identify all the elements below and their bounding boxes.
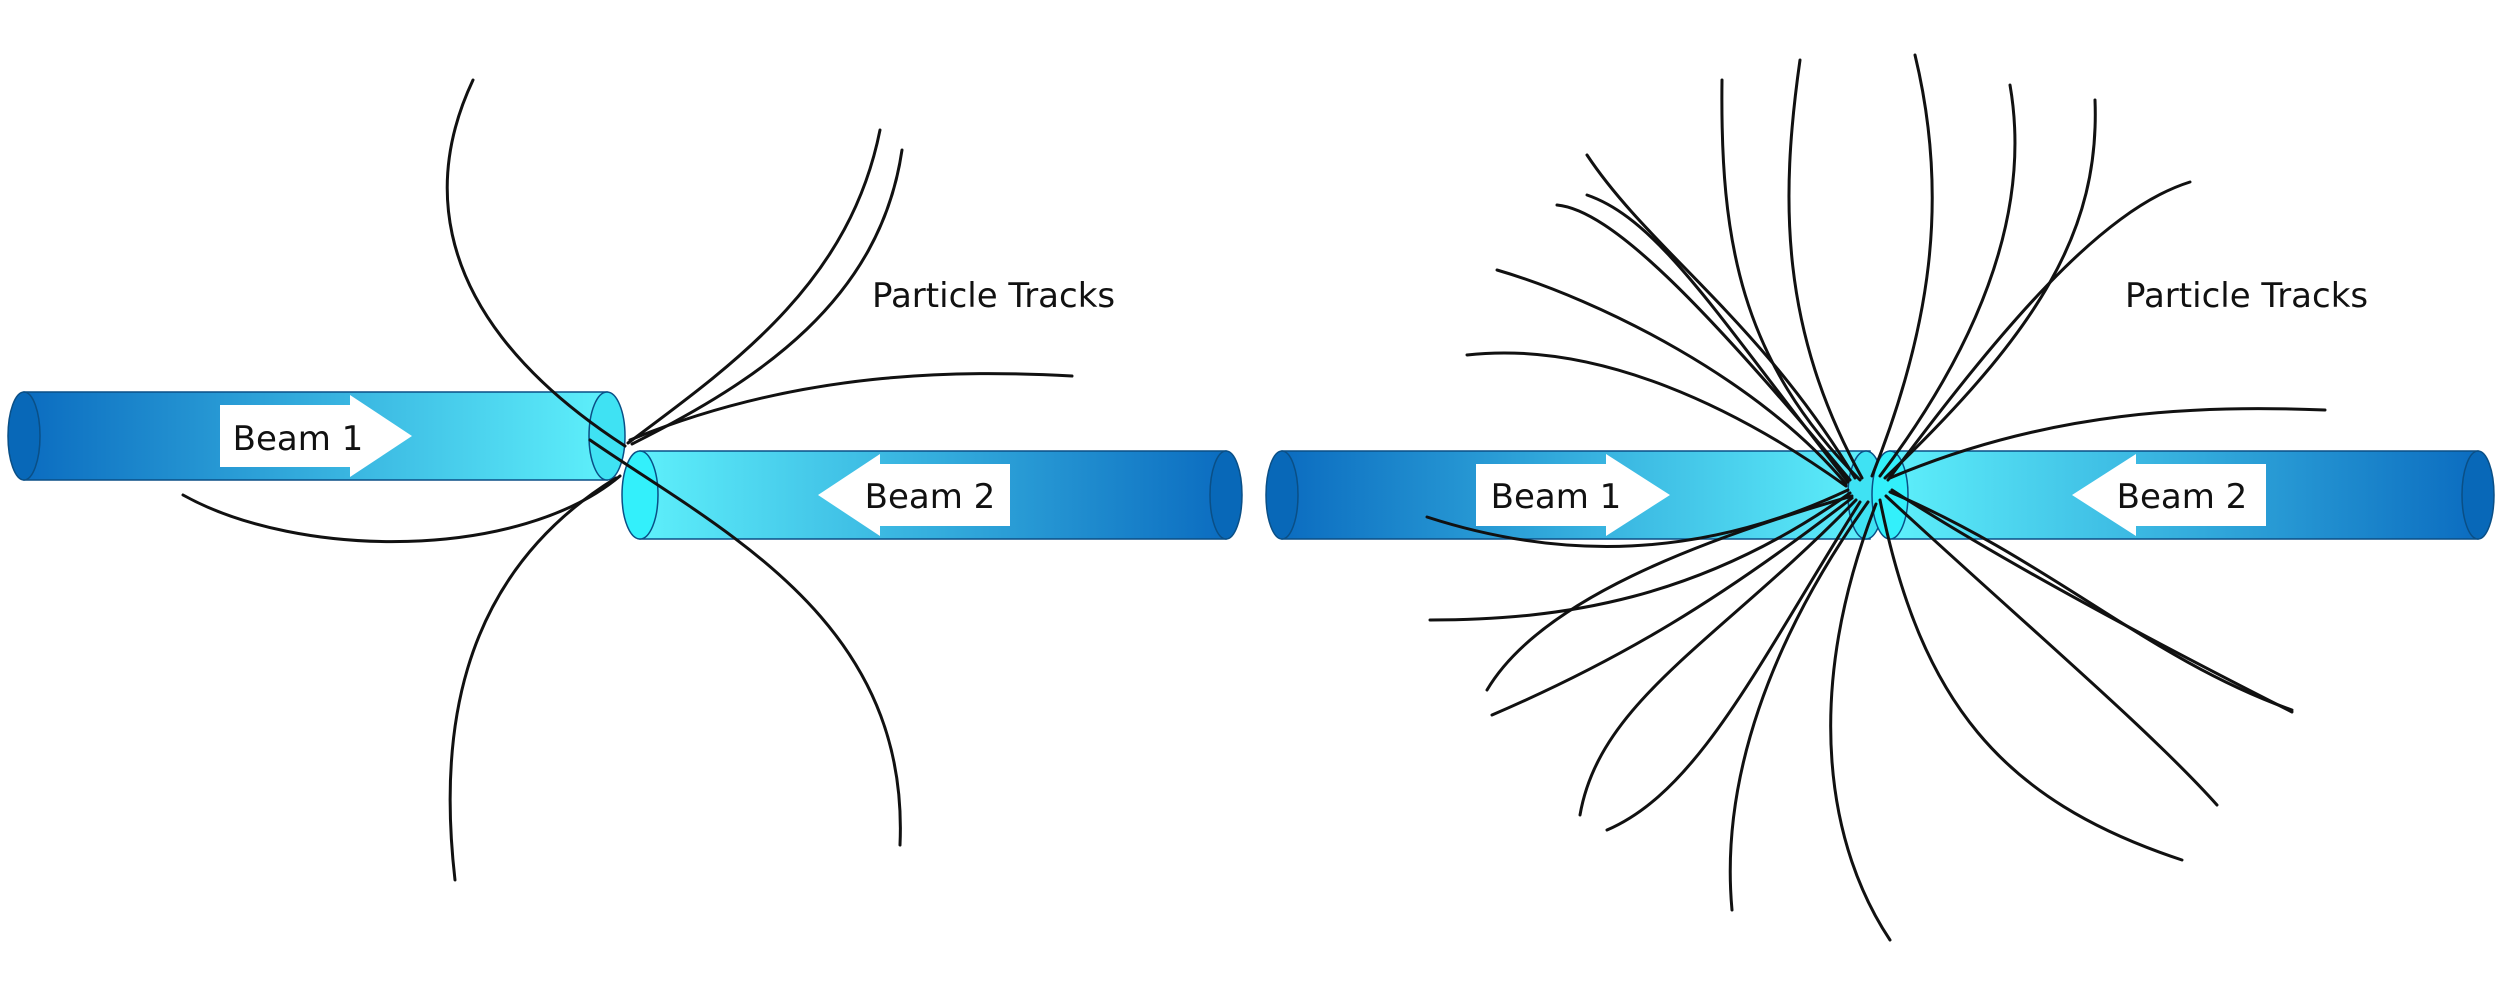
track — [1490, 496, 1854, 717]
track — [1878, 498, 2184, 862]
beam1-label: Beam 1 — [233, 419, 364, 459]
track — [1495, 268, 1848, 486]
track — [1605, 500, 1862, 832]
multiple-collisions-panel: Beam 1 Beam 2 Particle Tracks — [1265, 53, 2495, 942]
track — [626, 128, 882, 445]
track — [1829, 502, 1892, 942]
track — [1578, 498, 1858, 817]
track — [1485, 494, 1854, 692]
track — [588, 438, 902, 847]
single-collision-panel: Beam 1 Beam 2 Particle Tracks — [7, 78, 1243, 882]
track — [1585, 153, 1857, 480]
track — [1888, 407, 2327, 480]
particle-tracks-single — [181, 78, 1074, 882]
track — [628, 372, 1074, 442]
track — [181, 474, 622, 544]
track — [1720, 78, 1862, 482]
particle-tracks-multiple — [1425, 53, 2327, 942]
track — [448, 476, 618, 882]
track — [1870, 53, 1934, 478]
particle-tracks-label: Particle Tracks — [2125, 276, 2368, 316]
track — [630, 148, 904, 446]
beam1-arrow: Beam 1 — [1476, 454, 1670, 536]
track — [1787, 58, 1864, 480]
beam1-arrow: Beam 1 — [220, 395, 412, 477]
track — [1585, 193, 1850, 484]
beam1-label: Beam 1 — [1491, 477, 1622, 517]
track — [1465, 351, 1848, 488]
track — [445, 78, 627, 448]
track — [1884, 494, 2219, 807]
beam2-label: Beam 2 — [865, 477, 996, 517]
track — [1428, 491, 1852, 622]
track — [1878, 83, 2017, 478]
beam2-arrow: Beam 2 — [818, 454, 1010, 536]
particle-tracks-label: Particle Tracks — [872, 276, 1115, 316]
track — [1888, 490, 2294, 712]
beam2-arrow: Beam 2 — [2072, 454, 2266, 536]
track — [1728, 500, 1870, 912]
track — [1890, 488, 2294, 714]
beam2-label: Beam 2 — [2117, 477, 2248, 517]
track — [1883, 98, 2097, 480]
track — [1886, 180, 2192, 482]
